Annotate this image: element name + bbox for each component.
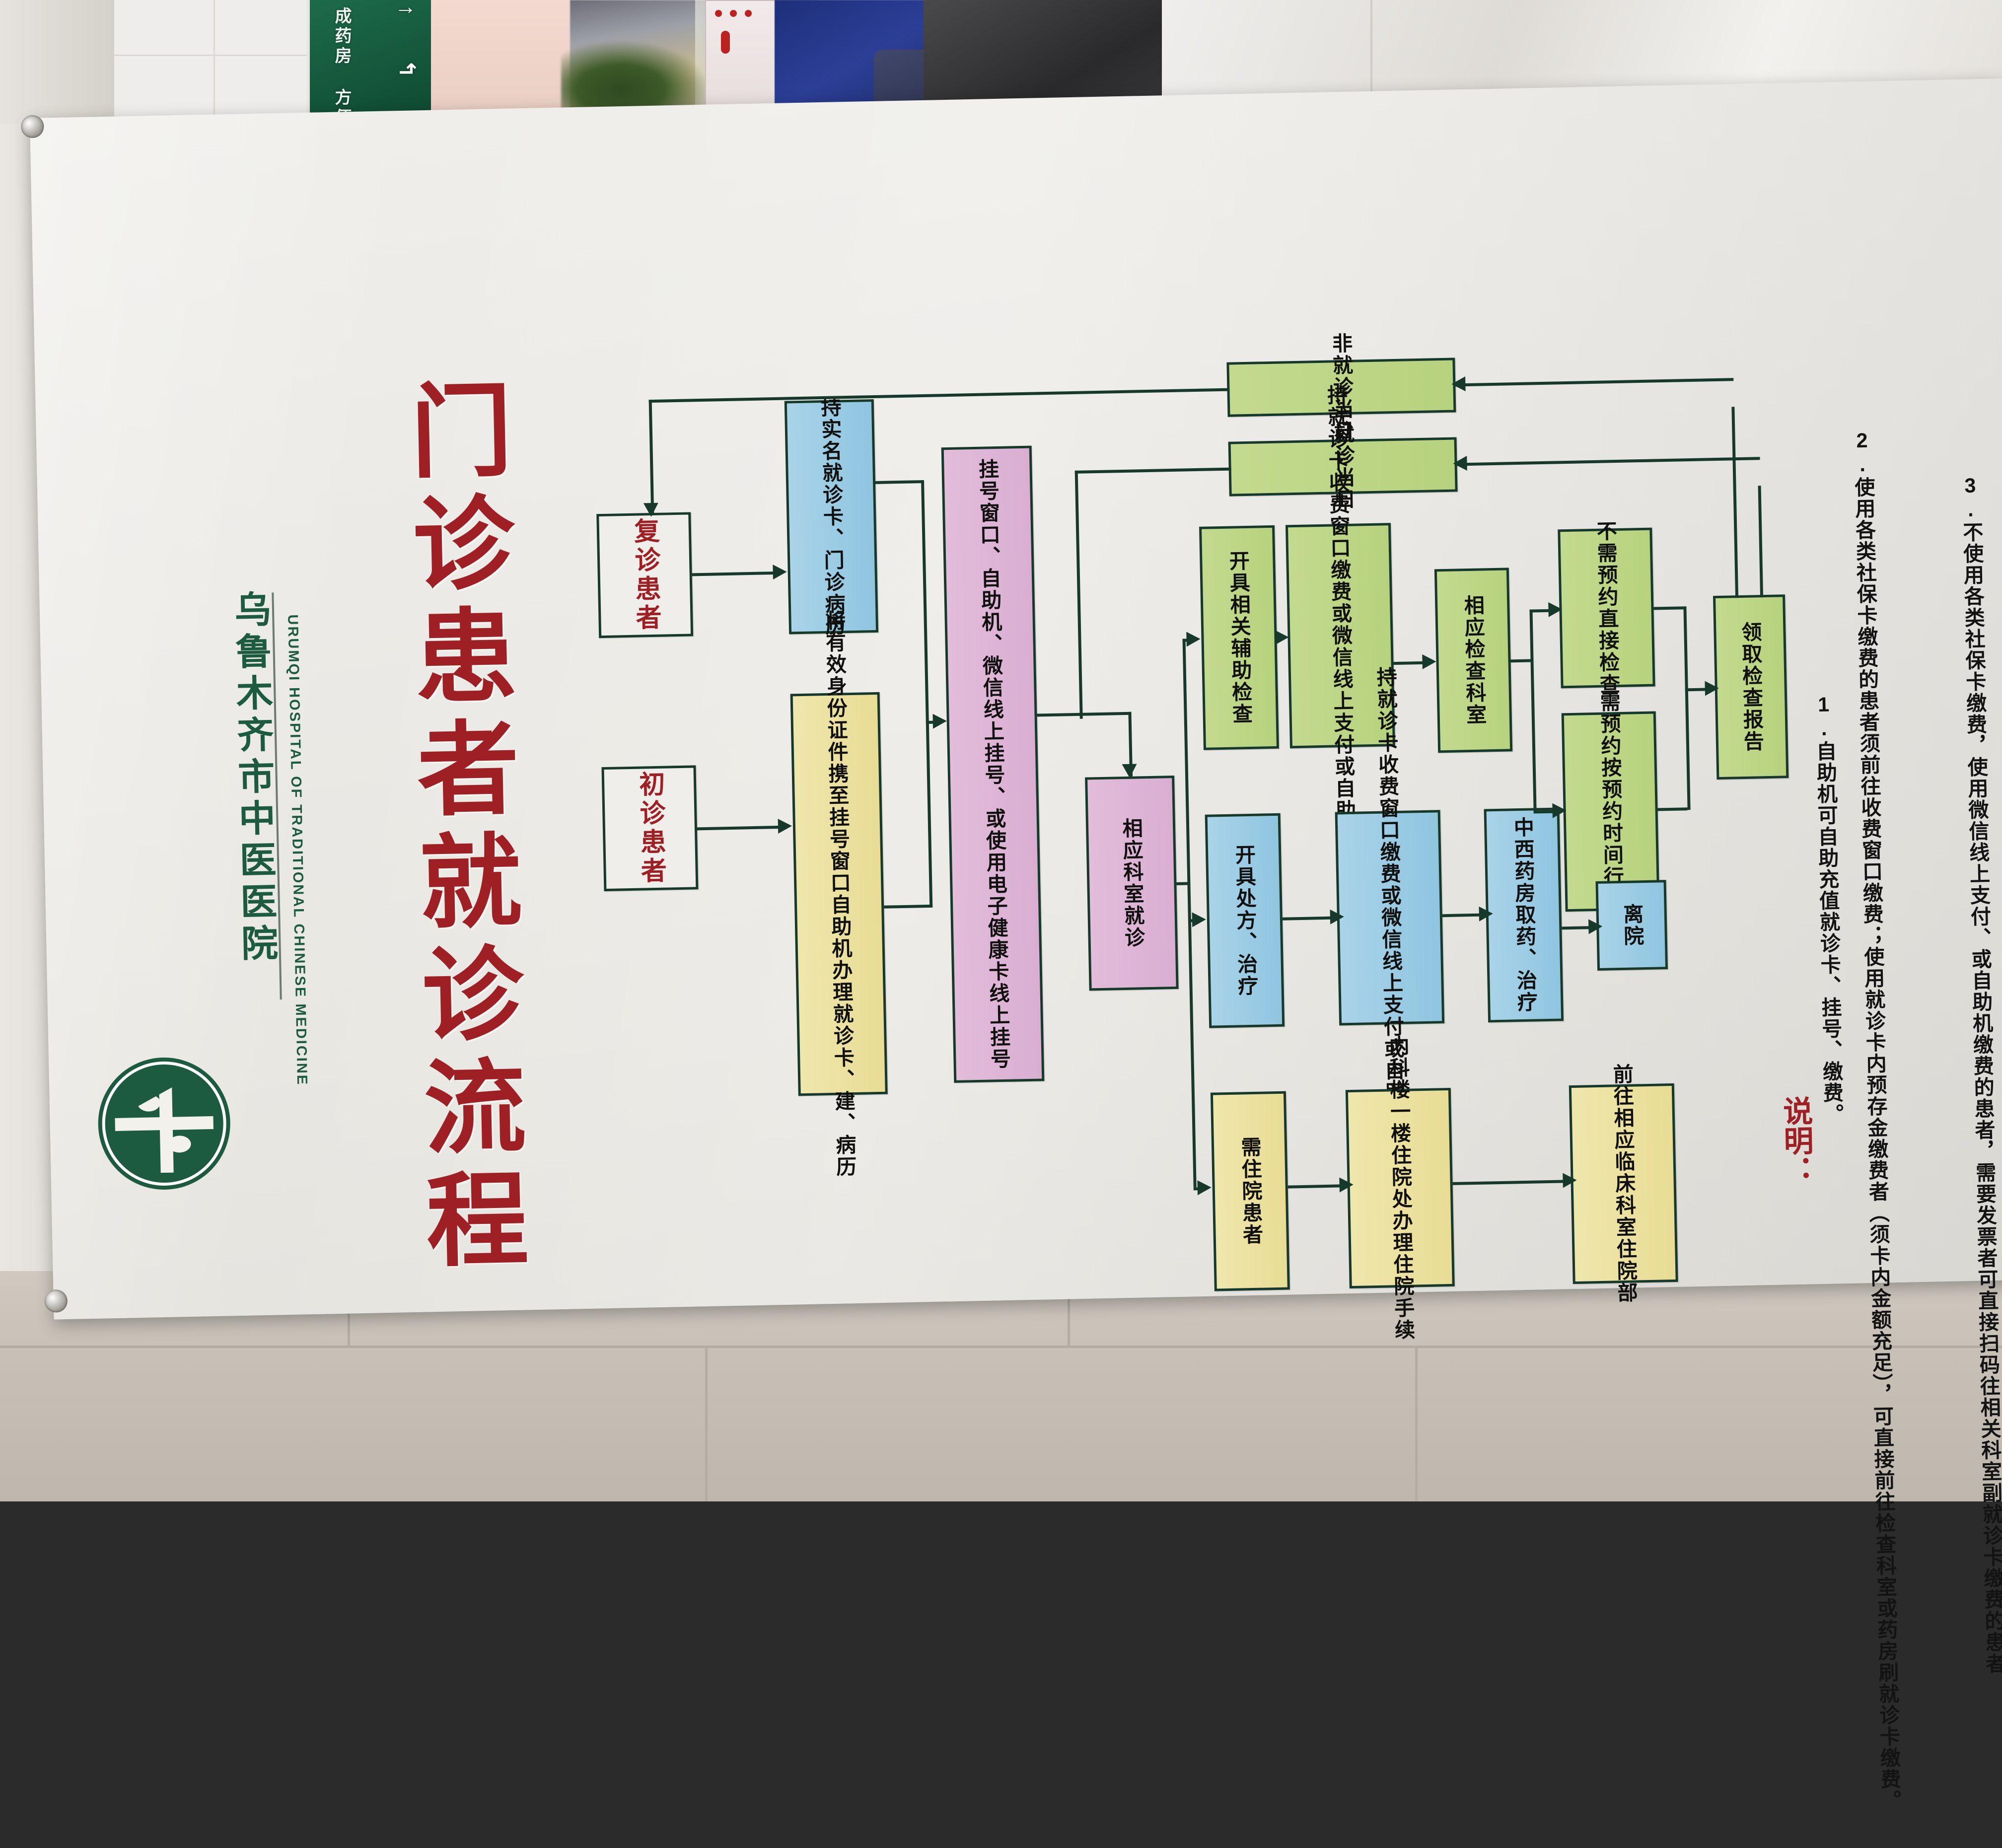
arrow-icon [1479, 906, 1494, 922]
arrow-icon [1122, 764, 1138, 779]
connector [1457, 457, 1760, 466]
wayfinding-arrow-turn-icon: ↰ [395, 60, 419, 81]
box-exam-order: 开具相关辅助检查 [1199, 525, 1279, 750]
box-exam-no-appointment: 不需预约直接检查 [1558, 520, 1655, 696]
wayfinding-arrow-up-icon: ↑ [395, 5, 419, 19]
connector [1442, 913, 1481, 918]
hospital-logo [98, 1057, 231, 1190]
connector [1037, 711, 1132, 717]
connector [1393, 661, 1425, 665]
outpatient-flow-poster: 乌鲁木齐市中医医院 URUMQI HOSPITAL OF TRADITIONAL… [20, 78, 2002, 1811]
connector [697, 826, 780, 831]
arrow-icon [778, 818, 792, 834]
connector [1758, 486, 1764, 598]
box-first-register: 将有效身份证件携至挂号窗口自助机办理就诊卡、建、病历 [790, 610, 888, 1178]
connector [1731, 407, 1739, 598]
entry-return-patient: 复诊患者 [596, 512, 694, 639]
box-register-channels: 挂号窗口、自助机、微信线上挂号、或使用电子健康卡线上挂号 [941, 445, 1045, 1083]
arrow-icon [1451, 376, 1466, 392]
arrow-icon [1275, 630, 1289, 645]
box-treat-payment: 持就诊卡收费窗口缴费或微信线上支付或自助机缴费 [1335, 666, 1445, 1169]
box-prescription: 开具处方、治疗 [1205, 813, 1285, 1028]
note-item-1: 1.自助机可自助充值就诊卡、挂号、缴费。 [1812, 693, 1844, 1126]
connector [648, 388, 1230, 403]
arrow-icon [932, 713, 947, 729]
box-go-to-ward: 前往相应临床科室住院部 [1569, 1064, 1678, 1304]
arrow-icon [1422, 654, 1436, 669]
connector [1653, 606, 1684, 610]
connector [1452, 1180, 1565, 1185]
arrow-icon [1552, 803, 1567, 818]
notes-label: 说明： [1779, 1095, 1814, 1186]
connector [1074, 467, 1231, 474]
box-pharmacy: 中西药房取药、治疗 [1484, 807, 1564, 1023]
grommet-bottom-left [44, 1289, 68, 1313]
connector [1287, 1184, 1342, 1189]
entry-first-patient: 初诊患者 [601, 765, 699, 892]
arrow-icon [773, 564, 787, 580]
box-exam-department: 相应检查科室 [1434, 568, 1513, 753]
arrow-icon [1186, 631, 1201, 647]
connector [1657, 807, 1688, 811]
arrow-icon [1453, 456, 1467, 471]
connector [1510, 659, 1531, 663]
wayfinding-sign: 成药房 方便门诊 中草药 ↑ ↰ [307, 0, 431, 249]
arrow-icon [1548, 602, 1563, 617]
connector [1455, 378, 1734, 387]
connector [1529, 609, 1537, 813]
box-return-card: 持实名就诊卡、门诊病历 [784, 396, 879, 637]
connector [884, 904, 933, 909]
connector [648, 399, 654, 514]
note-item-2: 2.使用各类社保卡缴费的患者须前往收费窗口缴费；使用就诊卡内预存金缴费者（须卡内… [1850, 428, 1901, 1812]
arrow-icon [1330, 909, 1345, 924]
hospital-name-en: URUMQI HOSPITAL OF TRADITIONAL CHINESE M… [285, 614, 310, 1086]
connector [692, 571, 774, 576]
box-needs-admission: 需住院患者 [1210, 1091, 1290, 1291]
grommet-top-left [20, 115, 44, 139]
connector [1562, 926, 1591, 930]
connector [921, 480, 933, 907]
arrow-icon [1197, 1180, 1212, 1196]
arrow-icon [1339, 1177, 1354, 1193]
arrow-icon [643, 502, 659, 517]
box-leave-hospital: 离院 [1595, 880, 1668, 971]
connector [875, 480, 925, 484]
box-admission-desk: 内科楼一楼住院处办理住院手续 [1345, 1035, 1455, 1341]
box-exam-report: 领取检查报告 [1713, 594, 1789, 780]
page-title: 门诊患者就诊流程 [394, 376, 527, 1280]
connector [1074, 470, 1083, 719]
arrow-icon [1705, 680, 1719, 696]
connector [1282, 916, 1332, 921]
arrow-icon [1563, 1172, 1577, 1188]
box-department-visit: 相应科室就诊 [1085, 776, 1179, 991]
connector [1683, 606, 1691, 810]
arrow-icon [1588, 919, 1603, 934]
arrow-icon [1192, 912, 1207, 927]
connector [1176, 882, 1191, 885]
